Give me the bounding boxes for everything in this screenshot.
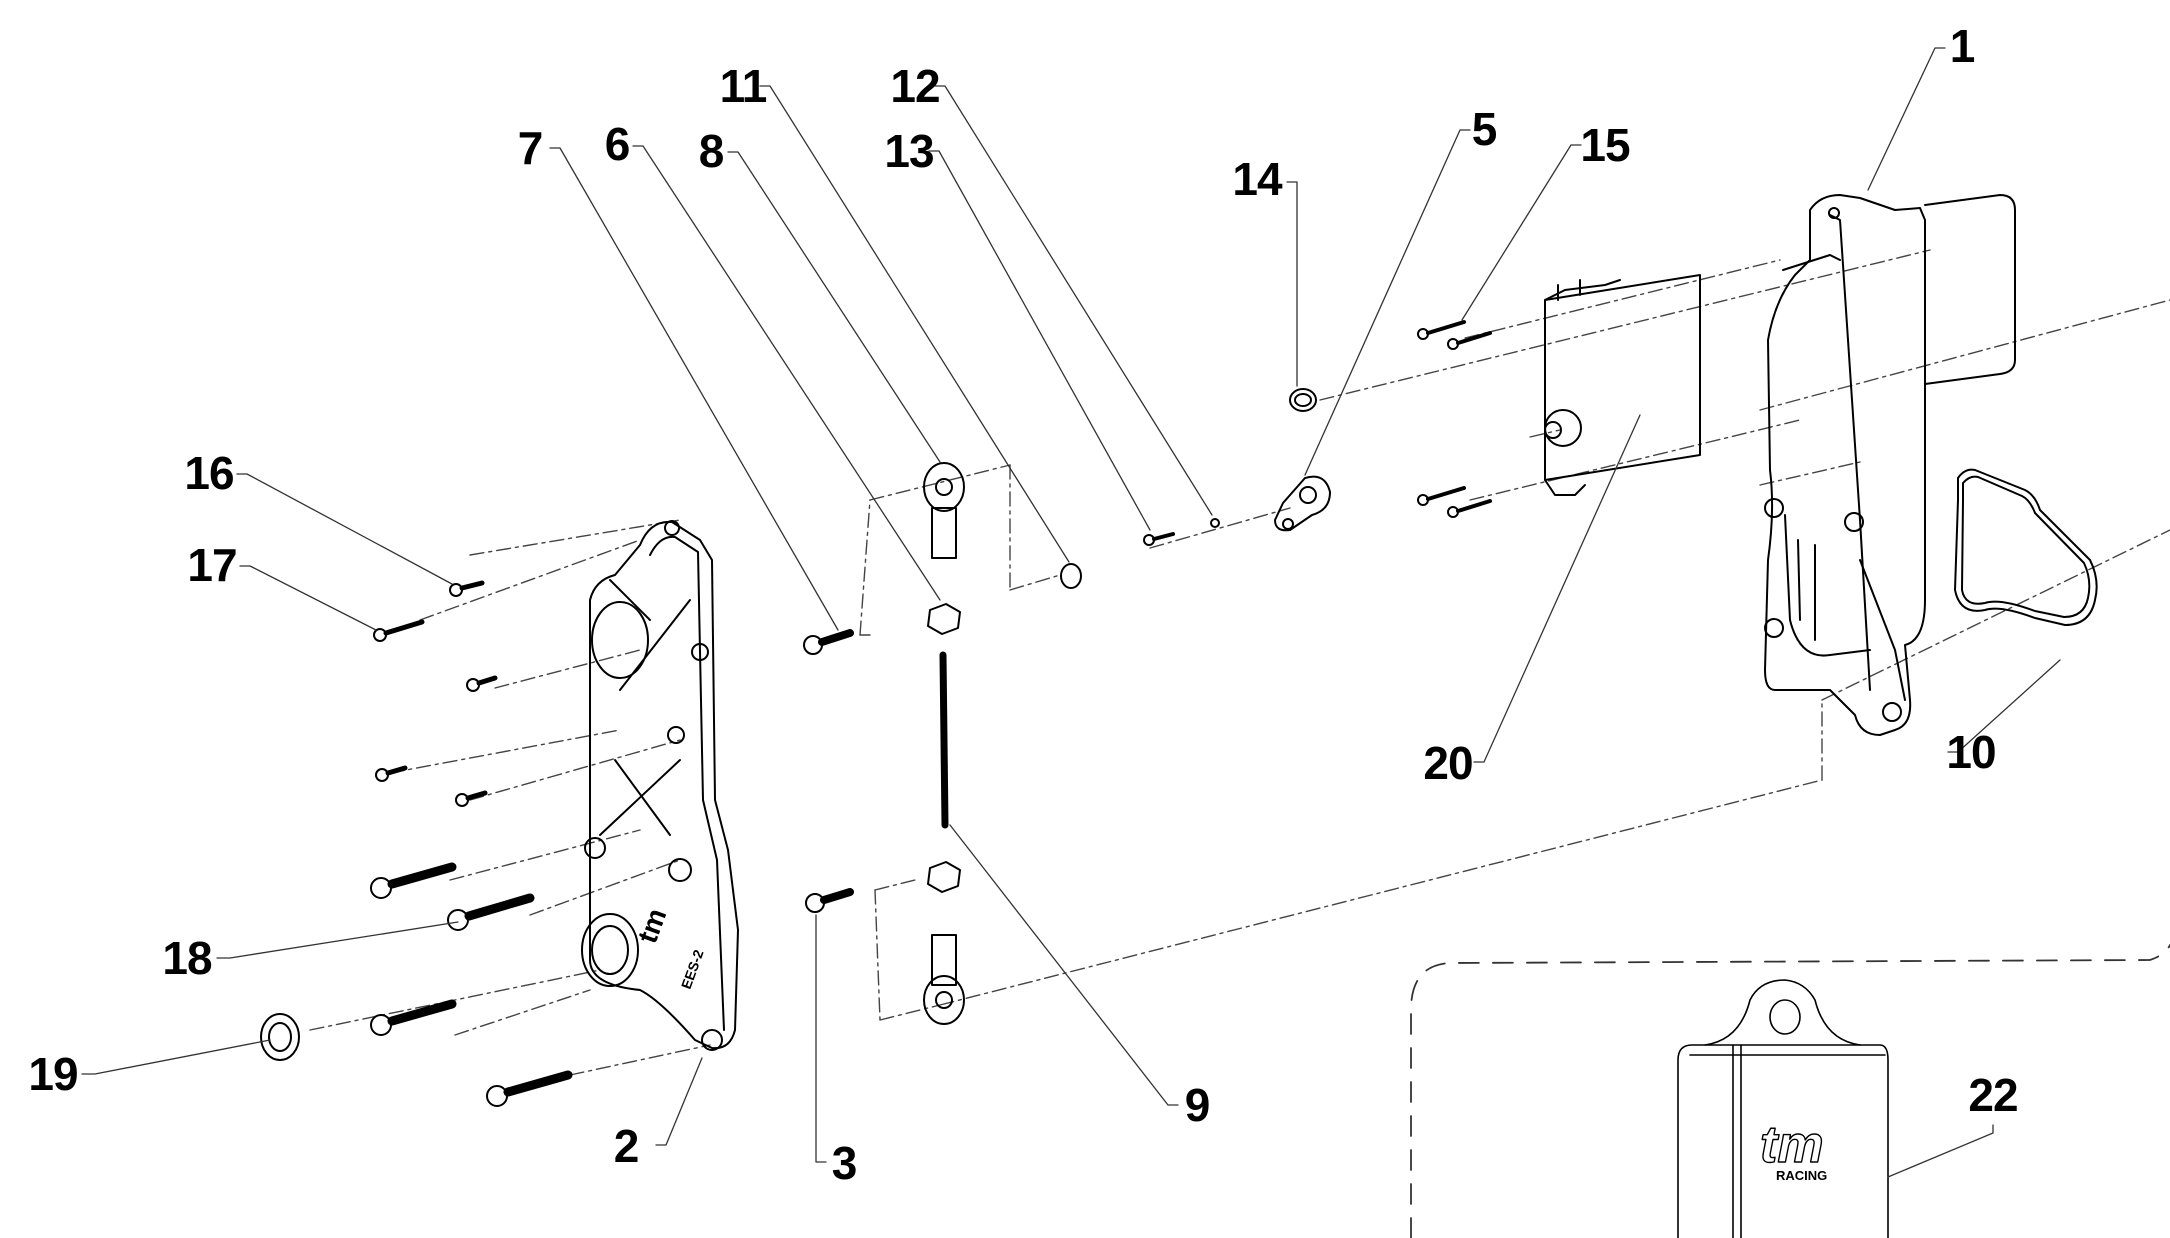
ecu-brand-mark: tm — [1760, 1116, 1824, 1174]
callout-5: 5 — [1471, 103, 1498, 155]
screws-16-17-18 — [260, 580, 573, 1107]
linkage-assembly — [803, 388, 1331, 1025]
screw-small-a — [466, 675, 498, 692]
ecu-brand-sub: RACING — [1776, 1168, 1827, 1183]
screw-16 — [449, 580, 485, 597]
kit-enclosure — [1410, 944, 2170, 1238]
callout-14: 14 — [1232, 153, 1282, 205]
oring-14 — [1289, 388, 1317, 412]
part-1-housing — [1764, 194, 2016, 736]
callout-15: 15 — [1580, 119, 1630, 171]
callout-8: 8 — [698, 125, 725, 177]
callout-9: 9 — [1184, 1079, 1211, 1131]
callout-12: 12 — [890, 60, 940, 112]
callout-19: 19 — [28, 1048, 78, 1100]
callout-2: 2 — [613, 1120, 640, 1172]
washer-11 — [1060, 563, 1082, 589]
rod-end-lower — [923, 934, 965, 1025]
callout-11: 11 — [719, 60, 768, 112]
cover-part-stamp: EES-2 — [678, 947, 707, 991]
rod-end-8 — [923, 462, 965, 559]
assembly-axis-lines — [309, 249, 2170, 1076]
screw-small-b — [375, 765, 408, 782]
washer-19 — [260, 1013, 300, 1061]
callout-22: 22 — [1968, 1069, 2018, 1121]
callout-1: 1 — [1949, 20, 1976, 72]
screw-17 — [373, 619, 425, 642]
part-10-gasket — [1954, 468, 2098, 626]
callout-20: 20 — [1423, 737, 1473, 789]
nut-6 — [927, 603, 961, 635]
bolt-18d — [486, 1070, 573, 1107]
part-2-side-cover — [581, 520, 739, 1051]
nut-lower — [927, 861, 961, 893]
threaded-rod-9 — [939, 651, 949, 829]
bolt-7 — [803, 629, 854, 655]
callout-17: 17 — [187, 539, 237, 591]
bolt-18b — [447, 893, 535, 931]
callout-10: 10 — [1946, 726, 1996, 778]
lever-5 — [1274, 475, 1331, 532]
leader-lines — [81, 47, 2061, 1178]
washer-12 — [1210, 518, 1220, 528]
pin-13 — [1143, 532, 1175, 546]
callout-7: 7 — [517, 122, 544, 174]
callout-13: 13 — [884, 125, 934, 177]
bolt-18c — [370, 999, 457, 1036]
callout-18: 18 — [162, 932, 212, 984]
part-20-servo — [1417, 274, 1701, 518]
screw-small-c — [455, 790, 488, 807]
part-22-ecu: tm RACING — [1677, 979, 1889, 1238]
callout-16: 16 — [184, 447, 234, 499]
callout-6: 6 — [604, 118, 631, 170]
screws-15 — [1417, 320, 1492, 518]
stamp: tm EES-2 — [632, 904, 707, 991]
bolt-18a — [370, 862, 457, 899]
bolt-3 — [805, 888, 854, 913]
callout-3: 3 — [831, 1137, 858, 1189]
